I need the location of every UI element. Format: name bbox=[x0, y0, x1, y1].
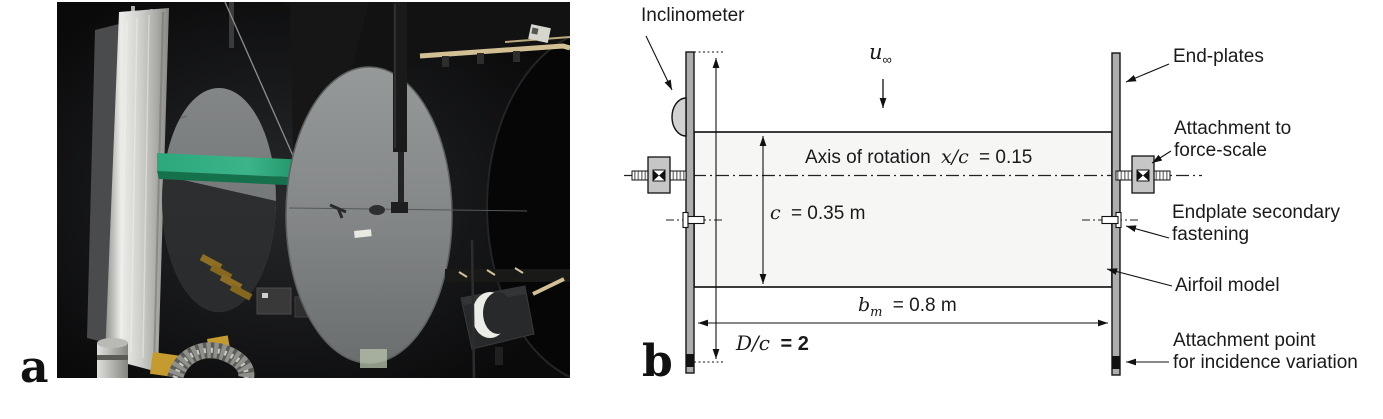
photo-rendering bbox=[57, 2, 570, 378]
airfoil-model-label: Airfoil model bbox=[1175, 275, 1280, 296]
spotlight bbox=[460, 285, 535, 365]
right-end-plate-disc bbox=[285, 66, 453, 364]
light-strip-low bbox=[532, 277, 565, 296]
freestream-label: u∞ bbox=[869, 40, 892, 68]
infinity-subscript: ∞ bbox=[882, 52, 892, 68]
axis-value: = 0.15 bbox=[979, 147, 1033, 168]
electronics-box bbox=[256, 287, 292, 315]
ratio-value: = 2 bbox=[780, 333, 809, 355]
airfoil-underside bbox=[157, 171, 309, 186]
chord-symbol: c bbox=[770, 202, 781, 224]
truss-glints bbox=[458, 267, 524, 278]
support-rod bbox=[393, 2, 407, 152]
lower-truss bbox=[445, 269, 570, 282]
truss-post bbox=[513, 51, 520, 62]
airfoil-model-leader bbox=[1106, 268, 1173, 287]
yellow-machine bbox=[199, 253, 253, 301]
secondary-fastening-leader bbox=[1125, 225, 1170, 239]
camera-device bbox=[528, 24, 551, 43]
force-scale-attachment-right bbox=[1115, 155, 1171, 194]
freestream-symbol: u bbox=[869, 40, 883, 64]
secondary-fastening-right bbox=[1082, 211, 1140, 229]
ratio-math: D/c bbox=[736, 331, 770, 355]
force-scale-label: Attachment to force-scale bbox=[1174, 118, 1291, 162]
incidence-line2: for incidence variation bbox=[1173, 352, 1358, 373]
force-scale-line2: force-scale bbox=[1174, 140, 1267, 161]
metal-support-plate bbox=[105, 8, 169, 372]
span-label: bm = 0.8 m bbox=[858, 294, 957, 320]
schematic-drawing bbox=[624, 35, 1202, 376]
white-sticker bbox=[354, 229, 372, 238]
pale-green-tag bbox=[360, 349, 387, 368]
end-plates-leader bbox=[1125, 63, 1170, 83]
airfoil-green-model bbox=[157, 153, 309, 178]
truss-post bbox=[442, 56, 449, 67]
end-plates-label: End-plates bbox=[1173, 46, 1264, 67]
axis-math: x/c bbox=[940, 146, 969, 168]
force-scale-attachment-left bbox=[631, 156, 687, 194]
span-subscript: m bbox=[870, 304, 883, 320]
incidence-line1: Attachment point bbox=[1173, 330, 1316, 351]
span-value: = 0.8 m bbox=[892, 295, 957, 316]
disc-hole bbox=[369, 205, 385, 215]
light-strip-top bbox=[419, 43, 570, 59]
axis-prefix: Axis of rotation bbox=[805, 147, 931, 168]
support-rod-thin bbox=[398, 152, 404, 208]
axis-of-rotation-label: Axis of rotation x/c = 0.15 bbox=[805, 146, 1032, 169]
chord-value: = 0.35 m bbox=[790, 203, 866, 224]
span-symbol: b bbox=[858, 294, 871, 316]
force-scale-leader bbox=[1151, 150, 1172, 164]
panel-a-label: a bbox=[20, 342, 49, 393]
secondary-line1: Endplate secondary bbox=[1172, 202, 1340, 223]
rod-clamp bbox=[391, 202, 408, 213]
wind-tunnel-photo bbox=[57, 2, 570, 378]
silver-cylinder bbox=[97, 338, 128, 378]
inclinometer-leader bbox=[645, 35, 673, 91]
disc-markings bbox=[329, 203, 347, 219]
diameter-ratio-label: D/c = 2 bbox=[736, 332, 809, 355]
secondary-line2: fastening bbox=[1172, 224, 1250, 245]
corrugated-hose bbox=[167, 342, 255, 378]
secondary-fastening-label: Endplate secondary fastening bbox=[1172, 202, 1340, 246]
panel-b-label: b bbox=[642, 336, 673, 387]
metal-streaks bbox=[120, 14, 150, 359]
inclinometer-label: Inclinometer bbox=[641, 5, 745, 26]
hanging-cable bbox=[470, 239, 476, 378]
force-scale-line1: Attachment to bbox=[1174, 118, 1292, 139]
inclinometer-device bbox=[671, 97, 687, 137]
setup-schematic: Inclinometer u∞ Axis of rotation x/c = 0… bbox=[620, 0, 1383, 419]
incidence-attachment-label: Attachment point for incidence variation bbox=[1173, 330, 1358, 374]
plate-edge bbox=[153, 11, 164, 369]
box-label bbox=[262, 293, 268, 298]
chord-label: c = 0.35 m bbox=[770, 202, 865, 225]
hanger-rod bbox=[229, 2, 234, 48]
truss-post bbox=[477, 53, 484, 64]
